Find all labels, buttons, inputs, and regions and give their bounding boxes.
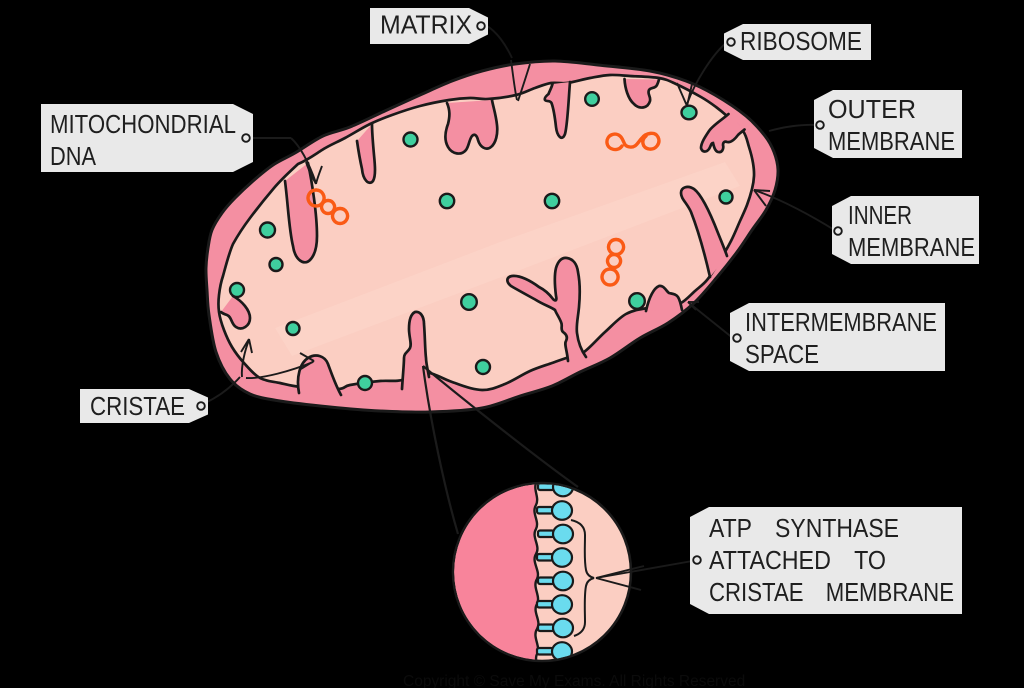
svg-text:CRISTAE MEMBRANE: CRISTAE MEMBRANE — [709, 577, 954, 607]
svg-text:SPACE: SPACE — [745, 339, 819, 369]
svg-text:MATRIX: MATRIX — [380, 10, 472, 40]
svg-text:DNA: DNA — [50, 141, 97, 171]
svg-text:OUTER: OUTER — [828, 94, 916, 124]
svg-text:ATTACHED TO: ATTACHED TO — [709, 545, 886, 575]
svg-text:MEMBRANE: MEMBRANE — [848, 232, 975, 262]
svg-text:INTERMEMBRANE: INTERMEMBRANE — [745, 307, 937, 337]
svg-text:ATP SYNTHASE: ATP SYNTHASE — [709, 513, 899, 543]
svg-text:CRISTAE: CRISTAE — [90, 391, 185, 421]
svg-text:MEMBRANE: MEMBRANE — [828, 126, 955, 156]
svg-text:Copyright © Save My Exams. All: Copyright © Save My Exams. All Rights Re… — [403, 673, 745, 688]
svg-text:INNER: INNER — [848, 200, 912, 230]
svg-text:MITOCHONDRIAL: MITOCHONDRIAL — [50, 109, 236, 139]
svg-text:RIBOSOME: RIBOSOME — [740, 26, 862, 56]
